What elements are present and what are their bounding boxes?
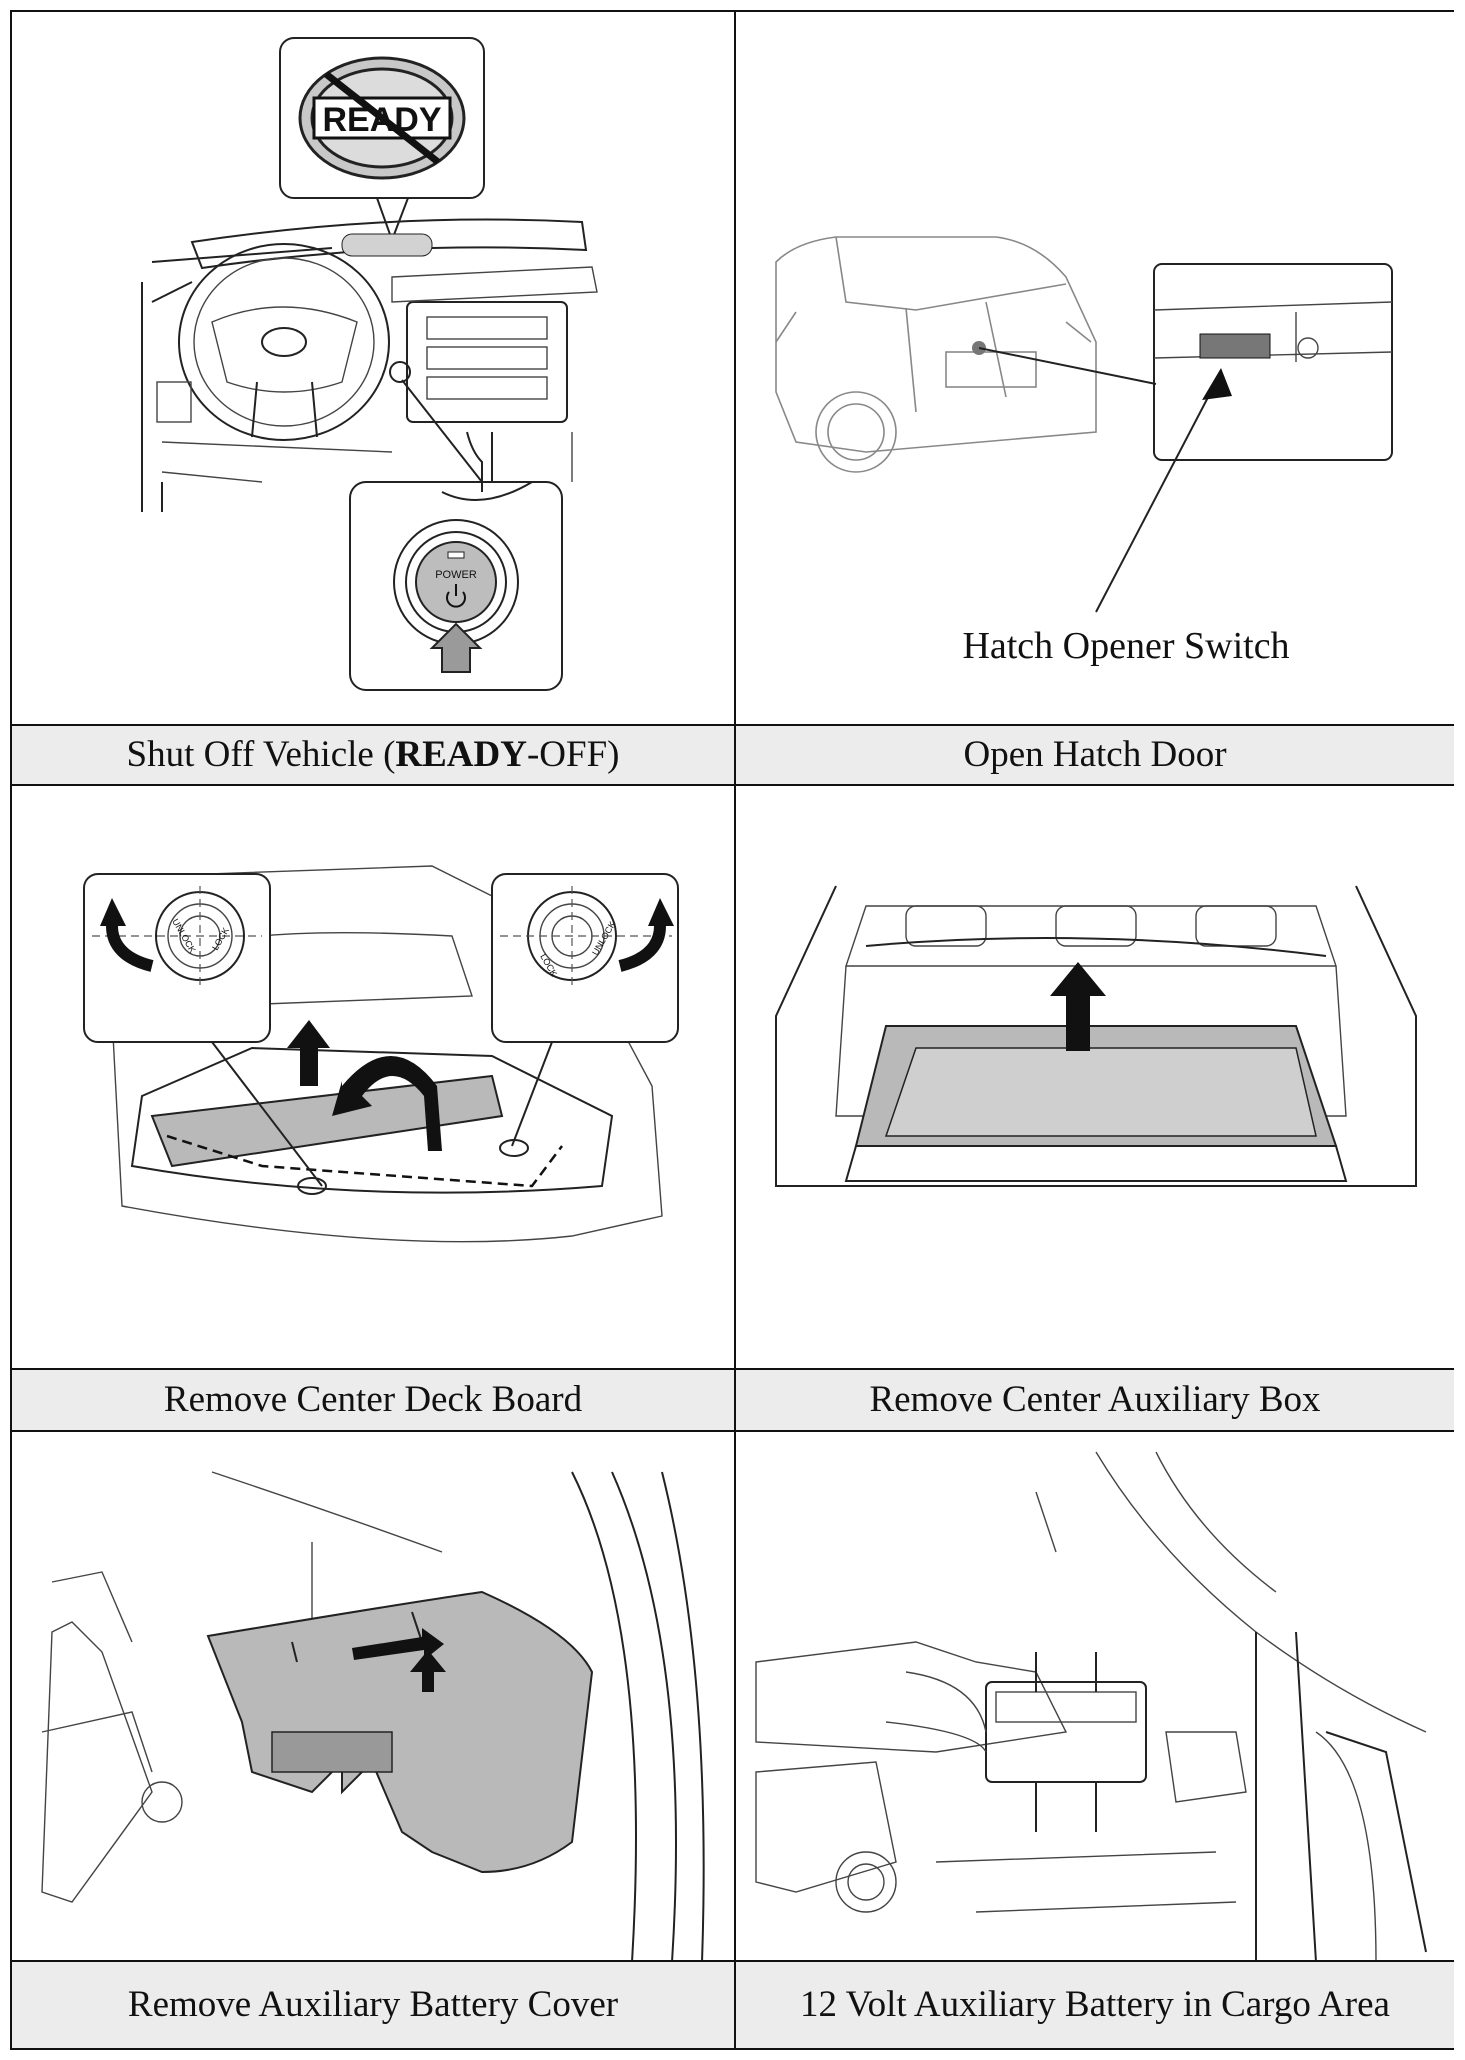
rotate-arrow-icon <box>332 1056 442 1151</box>
up-arrow-icon <box>287 1020 330 1086</box>
panel-deck-board: UNLOCK LOCK LOCK UNLOCK <box>12 786 736 1370</box>
panel-battery-location <box>736 1432 1454 1962</box>
caption-battery-cover: Remove Auxiliary Battery Cover <box>12 1962 736 2048</box>
power-label: POWER <box>435 569 477 581</box>
battery-location-illustration <box>755 1451 1427 1960</box>
panel-open-hatch: Hatch Opener Switch <box>736 12 1454 726</box>
caption-aux-box-text: Remove Center Auxiliary Box <box>869 1379 1321 1420</box>
caption-battery-location: 12 Volt Auxiliary Battery in Cargo Area <box>736 1962 1454 2048</box>
power-button-icon: POWER <box>393 519 519 673</box>
hatch-opener-label: Hatch Opener Switch <box>962 625 1289 667</box>
panel-aux-box <box>736 786 1454 1370</box>
caption-deck-board-text: Remove Center Deck Board <box>163 1379 583 1420</box>
no-ready-icon: READY <box>298 56 466 180</box>
caption-shut-off: Shut Off Vehicle (READY-OFF) <box>12 726 736 786</box>
battery-cover-illustration <box>41 1471 705 1960</box>
caption-shut-off-text: Shut Off Vehicle (READY-OFF) <box>126 734 620 775</box>
caption-open-hatch: Open Hatch Door <box>736 726 1454 786</box>
up-arrow-icon <box>410 1650 446 1692</box>
caption-battery-cover-text: Remove Auxiliary Battery Cover <box>127 1984 619 2025</box>
panel-battery-cover <box>12 1432 736 1962</box>
caption-deck-board: Remove Center Deck Board <box>12 1370 736 1432</box>
procedure-grid: READY <box>10 10 1454 2050</box>
up-arrow-icon <box>1050 962 1106 1051</box>
caption-open-hatch-text: Open Hatch Door <box>963 734 1227 775</box>
aux-box-illustration <box>775 885 1417 1187</box>
panel-shut-off-vehicle: READY <box>12 12 736 726</box>
hatch-illustration: Hatch Opener Switch <box>775 236 1393 667</box>
deck-board-illustration: UNLOCK LOCK LOCK UNLOCK <box>83 865 679 1243</box>
dashboard-illustration: READY <box>141 37 598 691</box>
caption-battery-location-text: 12 Volt Auxiliary Battery in Cargo Area <box>800 1984 1390 2025</box>
caption-aux-box: Remove Center Auxiliary Box <box>736 1370 1454 1432</box>
